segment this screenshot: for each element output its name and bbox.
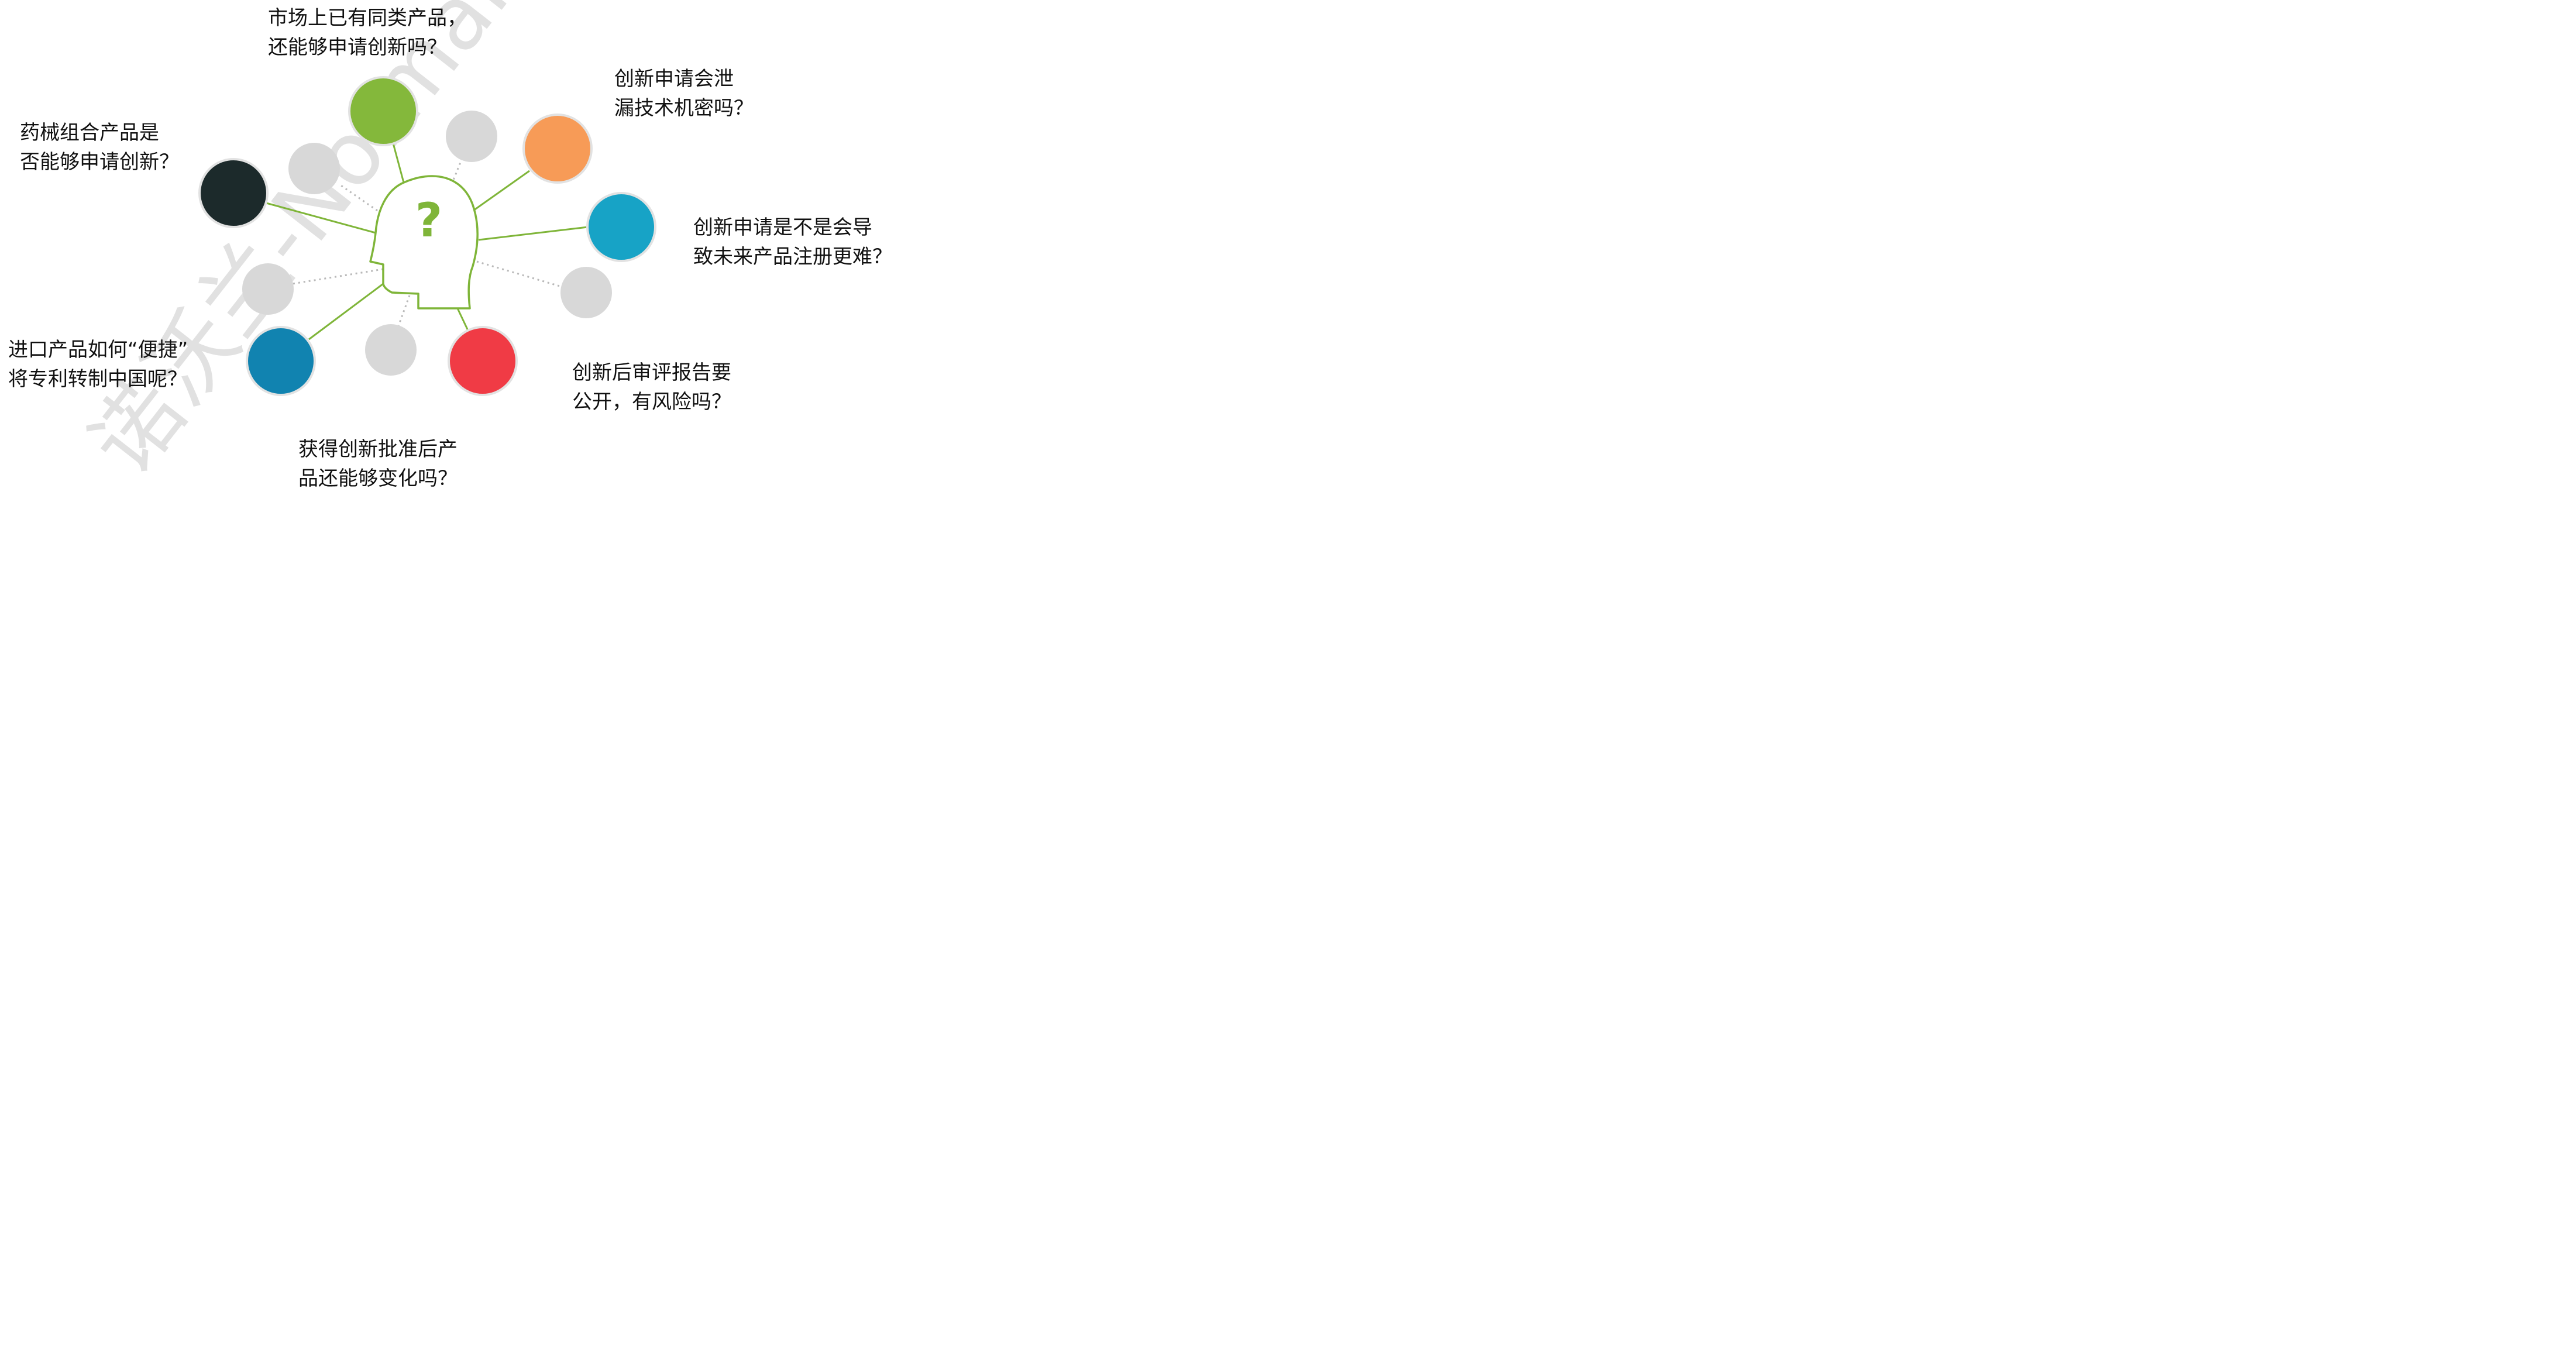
connector-lower-left: [308, 283, 384, 341]
node-circle-upper-right: [522, 114, 593, 184]
node-circle-lower-left: [246, 326, 316, 396]
grey-circle: [242, 263, 294, 315]
grey-circle: [560, 267, 612, 318]
question-lower-right: 创新后审评报告要 公开，有风险吗？: [572, 361, 731, 414]
dotted-connector: [292, 268, 384, 285]
node-circle-right: [586, 192, 656, 262]
node-circle-top: [348, 76, 418, 146]
connector-lower-right: [456, 308, 469, 331]
question-lower-left: 进口产品如何“便捷” 将专利转制中国呢？: [8, 338, 188, 391]
grey-circle: [288, 143, 340, 194]
question-top: 市场上已有同类产品， 还能够申请创新吗？: [268, 6, 467, 59]
question-right: 创新申请是不是会导 致未来产品注册更难？: [693, 216, 892, 269]
mind-diagram: ?: [198, 76, 656, 396]
question-upper-left: 药械组合产品是 否能够申请创新？: [20, 121, 179, 174]
solid-connectors: [266, 143, 589, 341]
dotted-connector: [397, 295, 411, 328]
connector-upper-right: [471, 170, 530, 213]
grey-circles: [242, 111, 612, 376]
question-bottom: 获得创新批准后产 品还能够变化吗？: [298, 438, 458, 490]
connector-right: [478, 226, 589, 241]
question-upper-right: 创新申请会泄 漏技术机密吗？: [614, 67, 754, 120]
connector-upper-left: [266, 202, 376, 234]
node-circle-upper-left: [198, 158, 269, 228]
head-with-question-icon: [369, 175, 479, 310]
dotted-connectors: [292, 154, 562, 328]
node-circle-lower-right: [448, 326, 518, 396]
grey-circle: [365, 324, 417, 376]
grey-circle: [446, 111, 497, 162]
colored-nodes: [198, 76, 656, 396]
dotted-connector: [339, 183, 378, 212]
question-mark: ?: [415, 193, 442, 247]
dotted-connector: [476, 260, 562, 288]
diagram-stage: 诺沃兰-Normaline ?: [0, 0, 913, 490]
connector-top: [392, 143, 405, 183]
